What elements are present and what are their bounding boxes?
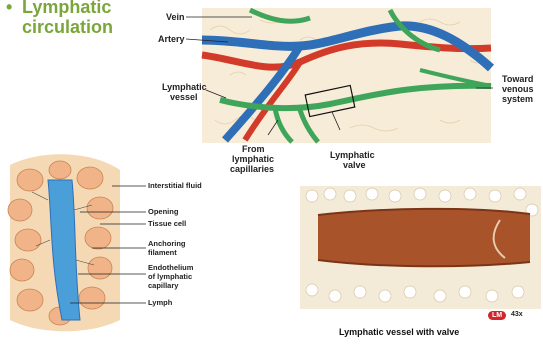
label-toward-3: system [502,94,533,104]
label-lymphatic-vessel-2: vessel [170,92,198,102]
label-tissue-cell: Tissue cell [148,220,186,228]
label-valve-1: Lymphatic [330,150,375,160]
label-anchoring-2: filament [148,249,177,257]
label-from-caps-3: capillaries [230,164,274,174]
label-lymph: Lymph [148,299,172,307]
label-endothelium-1: Endothelium [148,264,193,272]
label-endothelium-3: capillary [148,282,178,290]
label-vein: Vein [166,12,185,22]
capillary-illustration [8,154,120,331]
label-interstitial-fluid: Interstitial fluid [148,182,202,190]
label-anchoring-1: Anchoring [148,240,186,248]
label-valve-2: valve [343,160,366,170]
vessel-lumen [318,209,530,266]
label-lymphatic-vessel-1: Lymphatic [162,82,207,92]
label-from-caps-2: lymphatic [232,154,274,164]
label-opening: Opening [148,208,178,216]
label-toward-2: venous [502,84,534,94]
label-endothelium-2: of lymphatic [148,273,192,281]
label-from-caps-1: From [242,144,265,154]
micrograph-caption: Lymphatic vessel with valve [339,327,459,337]
micrograph-image [300,186,541,309]
lm-badge: LM [488,311,506,320]
label-toward-1: Toward [502,74,533,84]
label-artery: Artery [158,34,185,44]
magnification-label: 43x [511,311,523,318]
